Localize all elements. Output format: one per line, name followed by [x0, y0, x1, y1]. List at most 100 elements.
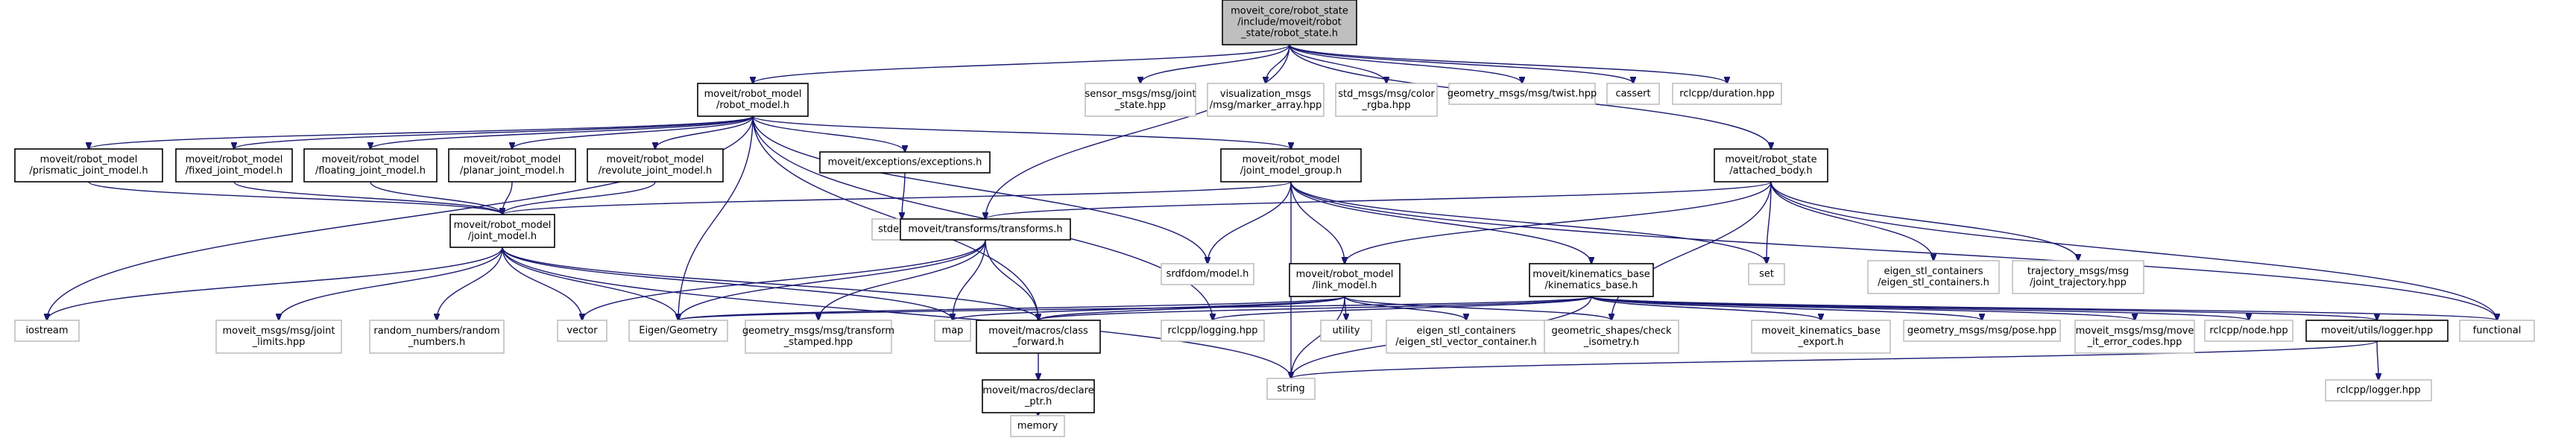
node-box [303, 148, 438, 182]
node-label-line: _isometry.h [1583, 337, 1639, 348]
node-label-line: _forward.h [1012, 337, 1064, 348]
node-label-line: moveit/robot_model [454, 220, 552, 231]
node-label-line: eigen_stl_containers [1417, 326, 1516, 337]
node-prismatic[interactable]: moveit/robot_model/prismatic_joint_model… [14, 148, 163, 182]
edge-root-to-duration [1289, 44, 1727, 83]
node-label-line: moveit/robot_model [40, 154, 138, 165]
node-joint_model_group[interactable]: moveit/robot_model/joint_model_group.h [1220, 148, 1362, 182]
edge-robot_model-to-floating [370, 115, 754, 149]
edge-root-to-cassert [1289, 44, 1633, 83]
node-memory: memory [1010, 415, 1065, 437]
node-label-line: /fixed_joint_model.h [186, 165, 282, 177]
node-eigen_geometry: Eigen/Geometry [628, 320, 728, 342]
node-label-line: functional [2473, 326, 2522, 337]
edge-robot_model-to-planar [512, 115, 754, 149]
node-label-line: /floating_joint_model.h [315, 165, 426, 177]
edge-joint_model-to-class_forward [502, 247, 1038, 320]
node-box [1335, 83, 1438, 117]
node-label-line: moveit/robot_model [186, 154, 283, 165]
node-box [215, 320, 342, 354]
node-label-line: _ptr.h [1024, 396, 1052, 407]
node-box [2325, 379, 2432, 402]
node-label-line: /planar_joint_model.h [460, 165, 564, 177]
edge-kinematics_base-to-kinematics_export [1591, 296, 1821, 320]
node-label-line: _export.h [1798, 337, 1844, 348]
node-box [1544, 320, 1679, 354]
node-label-line: /msg/marker_array.hpp [1210, 100, 1322, 111]
edge-joint_model_group-to-srdfdom [1208, 181, 1292, 264]
node-revolute[interactable]: moveit/robot_model/revolute_joint_model.… [587, 148, 724, 182]
node-box [745, 320, 892, 354]
edge-attached_body-to-link_model [1345, 181, 1772, 264]
node-joint_limits: moveit_msgs/msg/joint_limits.hpp [215, 320, 342, 354]
node-label-line: /link_model.h [1313, 280, 1377, 291]
node-floating[interactable]: moveit/robot_model/floating_joint_model.… [303, 148, 438, 182]
edge-robot_model-to-fixed [234, 115, 754, 149]
node-planar[interactable]: moveit/robot_model/planar_joint_model.h [448, 148, 576, 182]
edge-robot_model-to-srdfdom [752, 115, 1208, 264]
node-label-line: rclcpp/logger.hpp [2337, 385, 2421, 396]
node-label-line: std_msgs/msg/color [1338, 89, 1435, 100]
node-vector: vector [557, 320, 607, 342]
node-kinematics_base[interactable]: moveit/kinematics_base/kinematics_base.h [1529, 263, 1654, 297]
node-box [934, 320, 971, 342]
node-box [1161, 320, 1265, 342]
node-label-line: vector [566, 326, 598, 337]
node-box [557, 320, 607, 342]
node-label-line: moveit/robot_state [1725, 154, 1816, 165]
node-box [14, 148, 163, 182]
node-label-line: moveit_core/robot_state [1231, 6, 1348, 17]
node-box [2012, 260, 2144, 294]
node-joint_model[interactable]: moveit/robot_model/joint_model.h [449, 214, 555, 248]
node-transforms[interactable]: moveit/transforms/transforms.h [900, 218, 1071, 241]
node-box [1529, 263, 1654, 297]
node-pose: geometry_msgs/msg/pose.hpp [1903, 320, 2061, 342]
edge-joint_model-to-vector [502, 247, 582, 320]
node-string: string [1266, 378, 1316, 400]
node-label-line: /joint_model_group.h [1240, 165, 1342, 177]
node-box [1903, 320, 2061, 342]
node-fixed[interactable]: moveit/robot_model/fixed_joint_model.h [175, 148, 293, 182]
node-label-line: _it_error_codes.hpp [2087, 337, 2182, 348]
node-label-line: cassert [1615, 89, 1650, 100]
node-box [2305, 320, 2449, 342]
node-box [1085, 83, 1196, 117]
edge-root-to-sensor_joint_state [1140, 44, 1290, 83]
node-label-line: moveit/robot_model [1296, 269, 1394, 280]
edge-prismatic-to-joint_model [88, 181, 502, 215]
node-label-line: geometric_shapes/check [1551, 326, 1671, 337]
node-box [982, 379, 1095, 413]
edge-link_model-to-string [1291, 296, 1345, 378]
node-label-line: moveit/macros/declare [982, 385, 1093, 396]
node-set: set [1748, 263, 1785, 285]
edge-floating-to-joint_model [370, 181, 502, 215]
node-cassert: cassert [1606, 83, 1660, 105]
node-rclcpp_node: rclcpp/node.hpp [2204, 320, 2294, 342]
node-class_forward[interactable]: moveit/macros/class_forward.h [976, 320, 1101, 354]
edge-revolute-to-joint_model [502, 181, 656, 215]
edge-kinematics_base-to-rclcpp_node [1591, 296, 2249, 320]
node-box [448, 148, 576, 182]
node-label-line: /joint_trajectory.hpp [2030, 277, 2127, 288]
node-declare_ptr[interactable]: moveit/macros/declare_ptr.h [982, 379, 1095, 413]
edge-transforms-to-map [953, 239, 986, 320]
node-robot_model[interactable]: moveit/robot_model/robot_model.h [697, 83, 809, 117]
node-logger_h[interactable]: moveit/utils/logger.hpp [2305, 320, 2449, 342]
node-label-line: /joint_model.h [468, 231, 537, 242]
node-link_model[interactable]: moveit/robot_model/link_model.h [1289, 263, 1401, 297]
edge-joint_model_group-to-kinematics_base [1290, 181, 1591, 264]
node-label-line: rclcpp/duration.hpp [1679, 89, 1774, 100]
node-label-line: geometry_msgs/msg/transform [742, 326, 894, 337]
node-box [1748, 263, 1785, 285]
node-label-line: string [1277, 384, 1304, 395]
edge-robot_model-to-joint_model_group [752, 115, 1291, 149]
edge-joint_model-to-eigen_geometry [502, 247, 678, 320]
edge-transforms-to-transform_stamped [818, 239, 986, 320]
node-attached_body[interactable]: moveit/robot_state/attached_body.h [1714, 148, 1828, 182]
node-root[interactable]: moveit_core/robot_state/include/moveit/r… [1222, 0, 1357, 45]
node-box [1606, 83, 1660, 105]
node-srdfdom: srdfdom/model.h [1161, 263, 1254, 285]
node-exceptions[interactable]: moveit/exceptions/exceptions.h [819, 151, 991, 174]
node-duration: rclcpp/duration.hpp [1672, 83, 1782, 105]
node-box [2204, 320, 2294, 342]
